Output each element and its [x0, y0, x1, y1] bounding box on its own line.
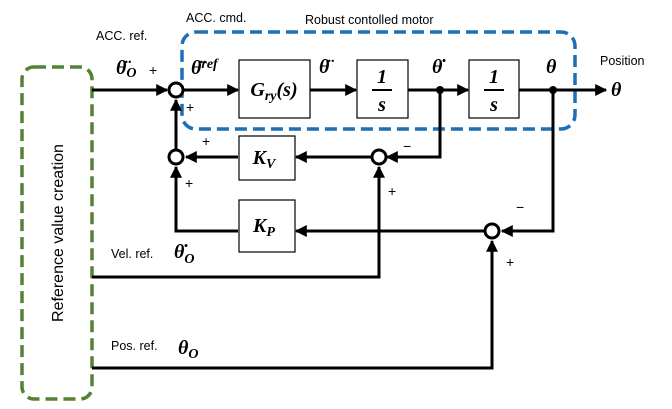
pos-ref-symbol: θO: [178, 337, 199, 362]
svg-text:KP: KP: [252, 215, 275, 240]
sign-vel-plus: +: [388, 183, 396, 199]
junction-dot-velocity: [436, 86, 444, 94]
robust-motor-frame: [180, 30, 577, 131]
vel-ref-symbol: θ̇O: [174, 241, 195, 267]
acc-cmd-label: ACC. cmd.: [186, 11, 246, 25]
wire-vel-ref: [92, 165, 385, 279]
robust-motor-title: Robust contolled motor: [305, 13, 434, 27]
sign-vel-minus: −: [403, 138, 411, 154]
svg-text:1: 1: [489, 66, 499, 88]
svg-text:s: s: [377, 94, 386, 116]
svg-text:s: s: [489, 94, 498, 116]
wire-pos-ref: [92, 239, 498, 370]
summing-junction-velocity: [370, 148, 388, 166]
wire-pos-feedback: [500, 90, 555, 237]
sign-pos-plus: +: [506, 254, 514, 270]
summing-junction-position: [483, 222, 501, 240]
pos-ref-label: Pos. ref.: [111, 339, 158, 353]
summing-junction-acc: [167, 81, 185, 99]
reference-creation-frame: [20, 65, 94, 401]
kv-block: KV: [238, 135, 296, 181]
integrator-block-2: 1 s: [468, 59, 520, 119]
junction-dot-position: [549, 86, 557, 94]
svg-text:1: 1: [377, 66, 387, 88]
svg-text:KV: KV: [252, 147, 277, 172]
wire-kp-sum2: [170, 165, 238, 233]
position-label: Position: [600, 54, 645, 68]
sign-kp-plus: +: [185, 175, 193, 191]
theta-label: θ: [546, 56, 557, 78]
wire-vel-feedback: [385, 90, 442, 163]
sign-kv-plus: +: [202, 133, 210, 149]
theta-output-label: θ: [611, 79, 622, 101]
sign-sum1-plus: +: [186, 99, 194, 115]
summing-junction-inner: [167, 148, 185, 166]
svg-text:Gry(s): Gry(s): [250, 79, 297, 104]
kp-block: KP: [238, 199, 296, 253]
acc-ref-label: ACC. ref.: [96, 29, 147, 43]
sign-acc-ref-plus: +: [149, 62, 157, 78]
vel-ref-label: Vel. ref.: [111, 247, 153, 261]
sign-pos-minus: −: [516, 199, 524, 215]
reference-creation-label: Reference value creation: [50, 144, 67, 322]
theta-dot-label: θ̇: [432, 56, 446, 78]
theta-ddot-label: θ̈: [319, 56, 334, 78]
gry-block: Gry(s): [238, 59, 311, 119]
acc-ref-symbol: θ̈O: [116, 57, 137, 81]
theta-ref-label: θ̈ref: [191, 57, 219, 79]
integrator-block-1: 1 s: [356, 59, 409, 119]
